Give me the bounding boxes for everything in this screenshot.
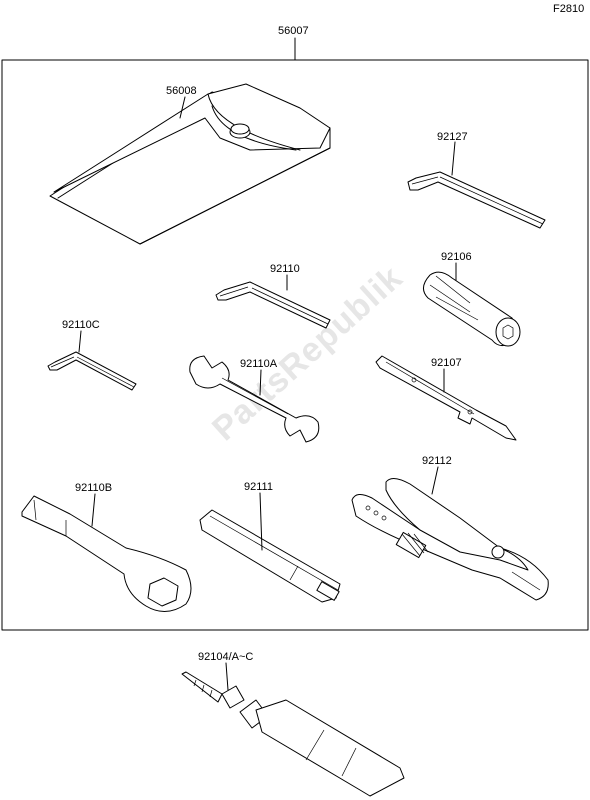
label-56008: 56008 [166,85,197,97]
tool-case-drawing [49,83,331,245]
extension-92111-drawing [199,509,341,603]
figure-code: F2810 [553,3,585,15]
wrench-92110A-drawing [189,355,320,443]
screwdriver-92107-drawing [375,355,517,441]
label-92127: 92127 [437,131,468,143]
leader-56008 [179,96,186,119]
pliers-92112-drawing [351,478,549,601]
label-92111: 92111 [244,481,273,493]
leader-92110C [78,330,82,353]
leader-92111 [259,492,263,551]
label-92110B: 92110B [75,482,113,494]
hex-key-92110C-drawing [47,351,137,391]
label-92110C: 92110C [62,319,100,331]
label-56007: 56007 [278,25,309,37]
leader-92127 [451,141,456,176]
leader-92110A [259,369,262,396]
label-92107: 92107 [431,357,462,369]
label-92104: 92104/A~C [198,651,254,663]
tube-92104-drawing [181,671,405,797]
ring-wrench-92110B-drawing [21,495,192,612]
grip-92106-drawing [423,271,521,347]
leader-92112 [431,466,439,495]
label-92110: 92110 [270,263,300,275]
hex-key-92127-drawing [407,171,546,229]
label-92110A: 92110A [240,358,278,370]
label-92112: 92112 [422,455,452,467]
leader-92110B [91,493,96,527]
hex-key-92110-drawing [215,281,331,329]
leader-92104 [225,662,229,691]
label-92106: 92106 [441,251,472,263]
